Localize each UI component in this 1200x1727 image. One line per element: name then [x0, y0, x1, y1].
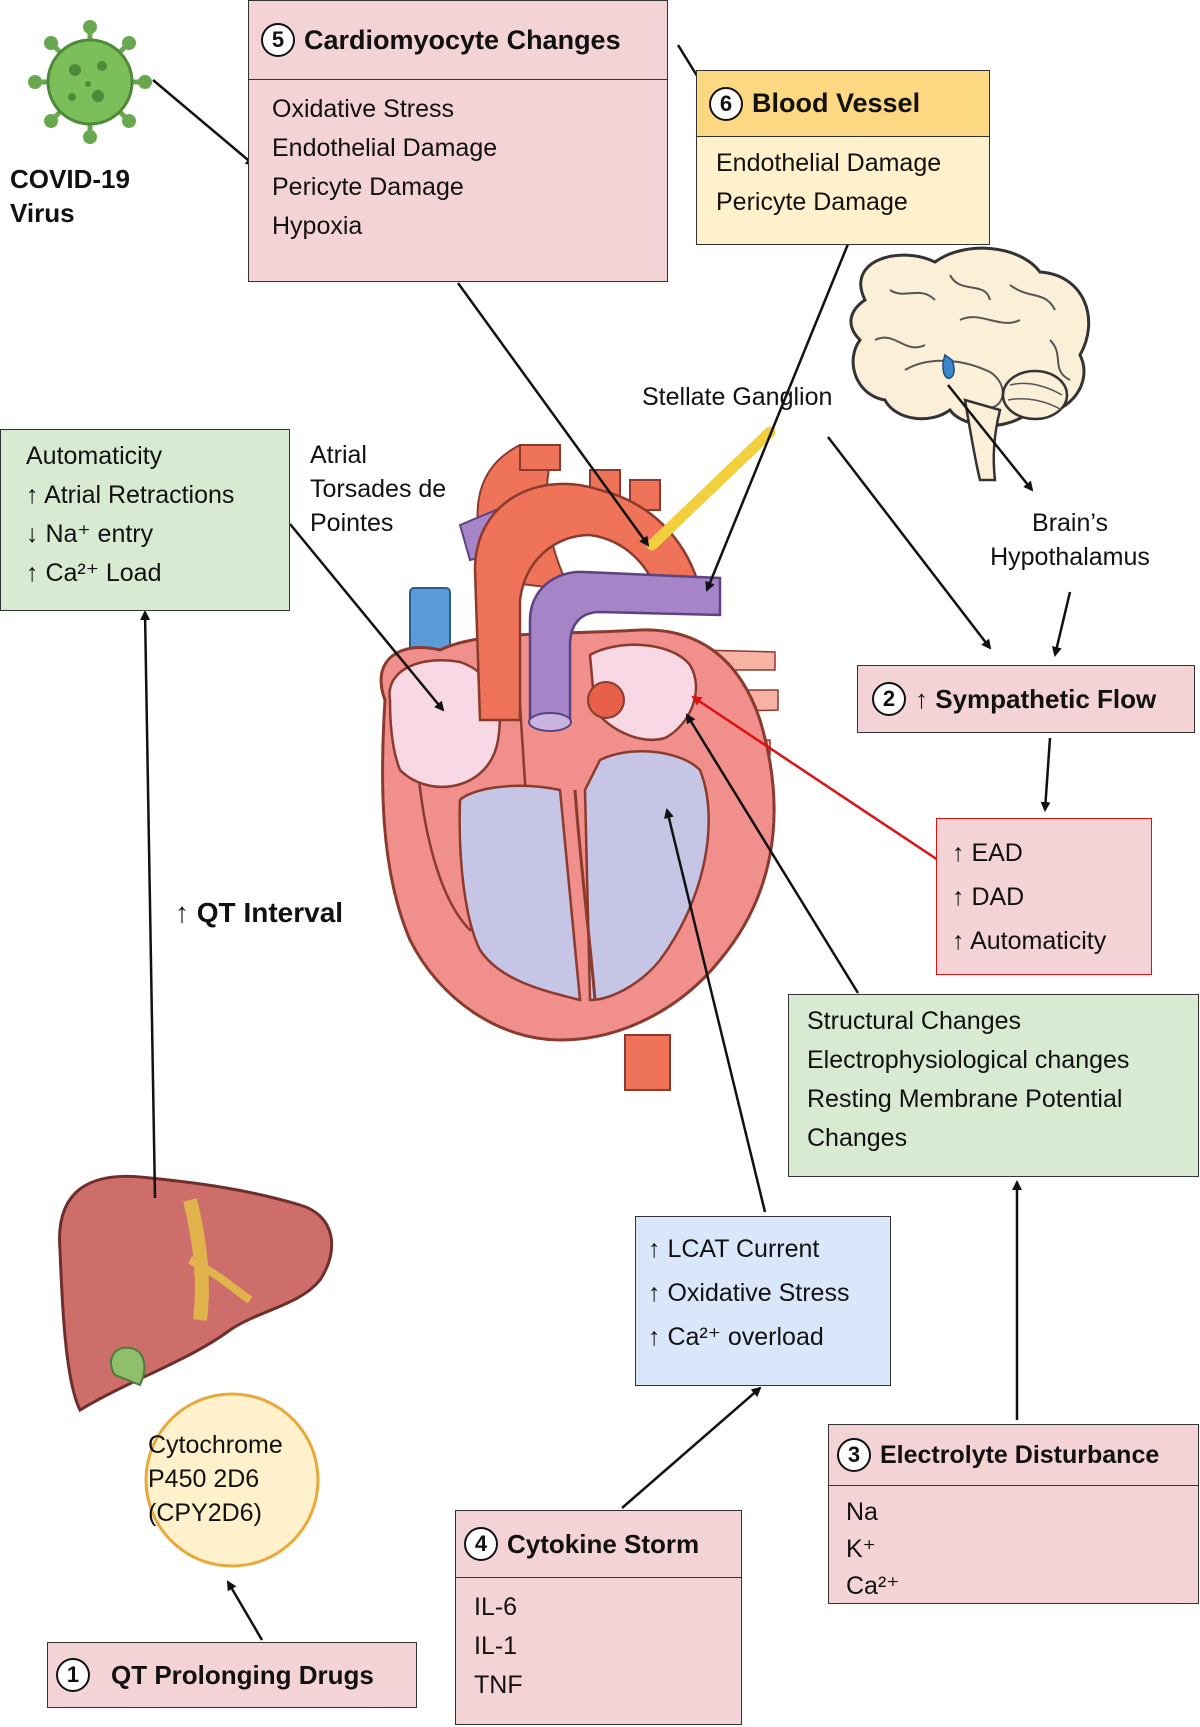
arrow-cytokine-to-lcat	[621, 1386, 762, 1509]
number-badge: 6	[709, 86, 743, 121]
number-badge: 4	[464, 1527, 498, 1561]
structural-item: Electrophysiological changes	[807, 1046, 1130, 1074]
qt-drugs-header: 1 QT Prolonging Drugs	[48, 1643, 416, 1707]
electrolyte-header: 3 Electrolyte Disturbance	[829, 1425, 1198, 1486]
cardio-item: Endothelial Damage	[272, 134, 498, 162]
arrow-drugs-to-cyp	[226, 1580, 264, 1641]
atrial-line2: Torsades de	[310, 475, 447, 503]
cytokine-item: TNF	[474, 1671, 523, 1699]
ead-item: ↑ Automaticity	[952, 927, 1107, 955]
automaticity-item: ↑ Atrial Retractions	[26, 481, 235, 509]
arrow-virus-to-cardiomyocyte	[152, 79, 256, 167]
arrow-ead-to-heart	[691, 695, 939, 862]
number-badge: 5	[261, 23, 295, 57]
structural-item: Structural Changes	[807, 1007, 1022, 1035]
arrow-6-to-heart	[705, 243, 850, 592]
hypothalamus-line2: Hypothalamus	[990, 543, 1150, 571]
cytokine-item: IL-6	[474, 1593, 518, 1621]
brain-icon	[849, 246, 1091, 482]
cytokine-storm-title: Cytokine Storm	[507, 1528, 700, 1559]
ead-item: ↑ DAD	[952, 883, 1025, 911]
stellate-ganglion-line	[646, 426, 776, 551]
cytokine-storm-box: 4 Cytokine Storm IL-6 IL-1 TNF	[455, 1510, 742, 1725]
cardio-item: Pericyte Damage	[272, 173, 464, 201]
cardiomyocyte-title: Cardiomyocyte Changes	[304, 24, 621, 55]
number-badge: 2	[872, 682, 906, 716]
vessel-item: Pericyte Damage	[716, 188, 908, 216]
cytokine-storm-header: 4 Cytokine Storm	[456, 1511, 741, 1578]
number-badge: 3	[837, 1438, 871, 1472]
atrial-torsades-label: Atrial Torsades de Pointes	[310, 438, 446, 540]
lcat-item: ↑ LCAT Current	[648, 1235, 820, 1263]
lcat-box: ↑ LCAT Current ↑ Oxidative Stress ↑ Ca²⁺…	[635, 1216, 891, 1386]
electrolyte-item: K⁺	[846, 1535, 876, 1563]
virus-icon	[28, 20, 152, 144]
electrolyte-box: 3 Electrolyte Disturbance Na K⁺ Ca²⁺	[828, 1424, 1199, 1604]
arrow-lcat-to-heart	[664, 808, 767, 1213]
blood-vessel-box: 6 Blood Vessel Endothelial Damage Pericy…	[696, 70, 990, 245]
number-badge: 1	[56, 1658, 90, 1692]
hypothalamus-line1: Brain’s	[1032, 509, 1108, 537]
qt-interval-label: ↑ QT Interval	[175, 897, 344, 928]
automaticity-box: Automaticity ↑ Atrial Retractions ↓ Na⁺ …	[0, 429, 290, 611]
virus-label-line1: COVID-19	[10, 164, 130, 194]
blood-vessel-header: 6 Blood Vessel	[697, 71, 989, 137]
sympathetic-flow-header: 2 ↑ Sympathetic Flow	[858, 666, 1194, 732]
blood-vessel-title: Blood Vessel	[752, 88, 921, 118]
electrolyte-title: Electrolyte Disturbance	[880, 1440, 1160, 1469]
ead-box: ↑ EAD ↑ DAD ↑ Automaticity	[936, 818, 1152, 975]
arrow-atrial-to-heart	[289, 523, 445, 712]
arrow-hypothalamus-to-sympathetic	[1051, 591, 1072, 657]
sympathetic-flow-title: ↑ Sympathetic Flow	[915, 683, 1157, 714]
structural-item: Resting Membrane Potential	[807, 1085, 1123, 1113]
ead-item: ↑ EAD	[952, 839, 1023, 867]
atrial-line1: Atrial	[310, 441, 367, 469]
qt-drugs-title: QT Prolonging Drugs	[111, 1659, 374, 1690]
qt-drugs-box: 1 QT Prolonging Drugs	[47, 1642, 417, 1708]
lcat-item: ↑ Oxidative Stress	[648, 1279, 850, 1307]
arrows	[140, 44, 1072, 1641]
arrow-brain-to-hypothalamus	[947, 384, 1034, 492]
hypothalamus-label: Brain’s Hypothalamus	[980, 506, 1160, 574]
structural-item: Changes	[807, 1124, 908, 1152]
cyp-label: Cytochrome P450 2D6 (CPY2D6)	[148, 1428, 283, 1530]
sympathetic-flow-box: 2 ↑ Sympathetic Flow	[857, 665, 1195, 733]
cyp-line1: Cytochrome	[148, 1431, 283, 1459]
cytokine-item: IL-1	[474, 1632, 518, 1660]
automaticity-item: ↑ Ca²⁺ Load	[26, 559, 162, 587]
arrow-5-to-heart	[456, 282, 650, 547]
stellate-ganglion-label: Stellate Ganglion	[642, 383, 833, 411]
arrow-structural-to-heart	[685, 713, 860, 994]
cyp-line2: P450 2D6	[148, 1465, 260, 1493]
virus-label-line2: Virus	[10, 198, 75, 228]
heart-illustration	[379, 444, 779, 1091]
vessel-item: Endothelial Damage	[716, 149, 942, 177]
cardio-item: Oxidative Stress	[272, 95, 455, 123]
arrow-sympathetic-to-ead	[1040, 737, 1052, 812]
cardiomyocyte-header: 5 Cardiomyocyte Changes	[249, 1, 667, 80]
automaticity-item: Automaticity	[26, 442, 163, 470]
automaticity-item: ↓ Na⁺ entry	[26, 520, 154, 548]
electrolyte-item: Na	[846, 1498, 878, 1526]
cyp-circle	[144, 1392, 320, 1568]
cardiomyocyte-box: 5 Cardiomyocyte Changes Oxidative Stress…	[248, 0, 668, 282]
atrial-line3: Pointes	[310, 509, 394, 537]
lcat-item: ↑ Ca²⁺ overload	[648, 1323, 824, 1351]
virus-label: COVID-19 Virus	[10, 162, 130, 230]
structural-changes-box: Structural Changes Electrophysiological …	[788, 994, 1199, 1177]
electrolyte-item: Ca²⁺	[846, 1572, 900, 1600]
cardio-item: Hypoxia	[272, 212, 363, 240]
arrow-liver-to-automaticity	[140, 610, 157, 1199]
arrow-stellate-to-sympathetic	[827, 436, 992, 650]
liver-icon	[58, 1174, 334, 1413]
cyp-line3: (CPY2D6)	[148, 1499, 262, 1527]
